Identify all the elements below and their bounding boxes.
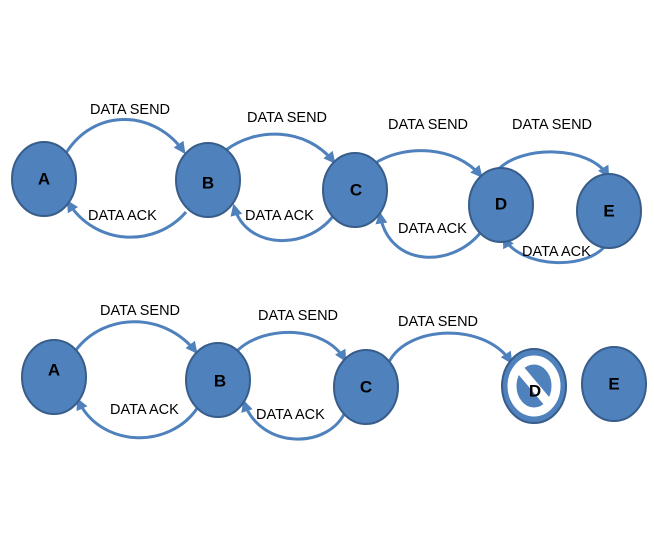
top-ack-label-1: DATA ACK — [88, 208, 157, 224]
top-send-edge-a-b — [64, 118, 186, 154]
top-ack-label-2: DATA ACK — [245, 208, 314, 224]
bottom-node-b-label: B — [214, 372, 226, 391]
bottom-ack-edge-b-a — [76, 397, 200, 440]
top-node-a-label: A — [38, 170, 50, 189]
top-ack-label-3: DATA ACK — [398, 221, 467, 237]
prohibited-icon — [507, 355, 561, 417]
top-ack-edge-d-c — [375, 211, 486, 259]
bottom-node-e-label: E — [608, 375, 619, 394]
bottom-ack-edge-c-b — [241, 399, 348, 441]
bottom-send-edge-a-b — [74, 320, 198, 354]
top-ack-edge-e-d — [502, 235, 610, 264]
top-node-d — [468, 167, 534, 243]
top-node-e-label: E — [603, 202, 614, 221]
top-node-c — [322, 152, 388, 228]
bottom-node-c — [333, 349, 399, 425]
top-send-label-1: DATA SEND — [90, 102, 170, 118]
top-send-edge-d-e — [496, 150, 610, 179]
top-send-edge-b-c — [225, 132, 336, 164]
top-send-label-3: DATA SEND — [388, 117, 468, 133]
bottom-node-b — [185, 342, 251, 418]
prohibited-bar — [514, 364, 554, 408]
top-node-b — [175, 142, 241, 218]
bottom-node-c-label: C — [360, 378, 372, 397]
bottom-ack-label-1: DATA ACK — [110, 402, 179, 418]
bottom-send-edge-b-c — [236, 330, 347, 363]
top-node-d-label: D — [495, 195, 507, 214]
bottom-send-edge-c-d — [387, 331, 513, 365]
bottom-send-label-3: DATA SEND — [398, 314, 478, 330]
top-send-label-2: DATA SEND — [247, 110, 327, 126]
top-ack-edge-b-a — [66, 199, 188, 239]
bottom-node-a — [21, 339, 87, 415]
bottom-node-a-label: A — [48, 361, 60, 380]
bottom-send-label-2: DATA SEND — [258, 308, 338, 324]
top-send-label-4: DATA SEND — [512, 117, 592, 133]
bottom-send-label-1: DATA SEND — [100, 303, 180, 319]
top-node-a — [11, 141, 77, 217]
top-row: DATA SEND DATA ACK DATA SEND DATA ACK DA… — [11, 102, 642, 264]
bottom-row: DATA SEND DATA ACK DATA SEND DATA ACK DA… — [21, 303, 647, 441]
bottom-node-e — [581, 346, 647, 422]
top-node-c-label: C — [350, 181, 362, 200]
bottom-ack-label-2: DATA ACK — [256, 407, 325, 423]
top-send-edge-c-d — [376, 149, 483, 178]
top-node-e — [576, 173, 642, 249]
bottom-node-d-label: D — [529, 382, 541, 401]
top-ack-edge-c-b — [230, 203, 338, 243]
top-node-b-label: B — [202, 174, 214, 193]
top-ack-label-4: DATA ACK — [522, 244, 591, 260]
bottom-node-d-blocked: D — [501, 348, 567, 424]
